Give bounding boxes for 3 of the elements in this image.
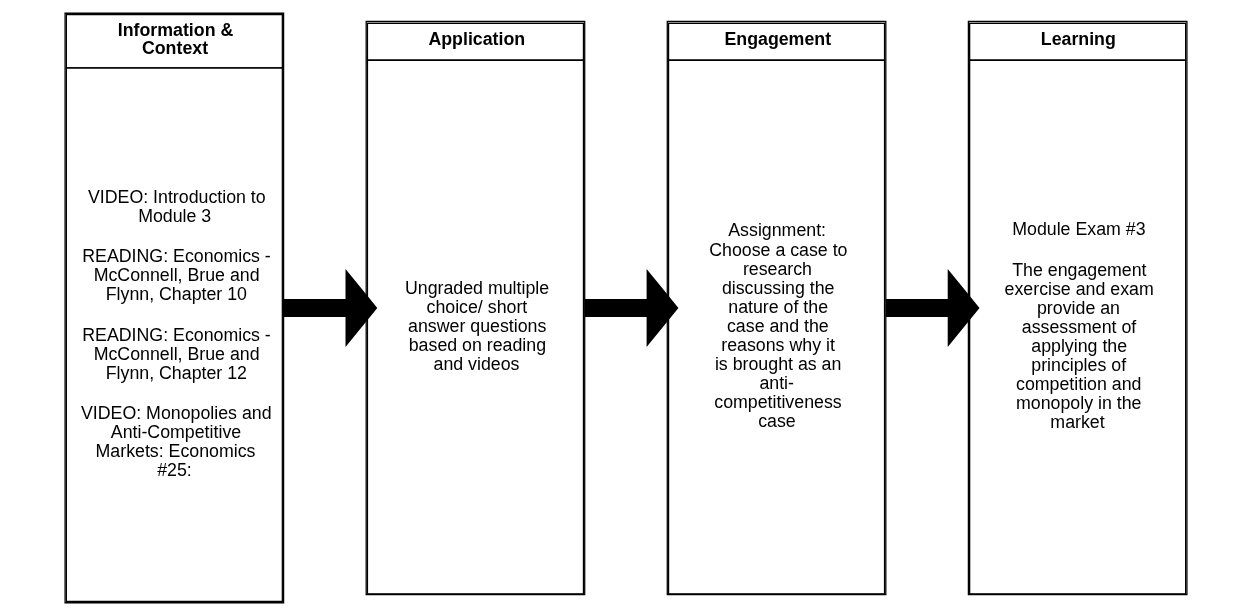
arrow — [584, 269, 679, 347]
arrow — [886, 269, 980, 347]
arrow — [283, 269, 378, 347]
